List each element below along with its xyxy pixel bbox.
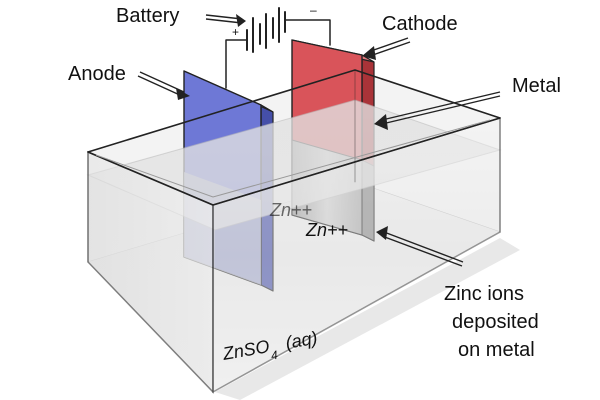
ion-label-back: Zn++ bbox=[269, 200, 312, 220]
battery-plus-sign: + bbox=[232, 25, 239, 39]
ion-label-front: Zn++ bbox=[305, 220, 348, 240]
zinc-arrow bbox=[381, 231, 464, 267]
zinc-label-line-3: on metal bbox=[458, 339, 535, 361]
zinc-label-line-2: deposited bbox=[452, 311, 539, 333]
tank-shadow bbox=[215, 238, 520, 400]
metal-arrow bbox=[381, 91, 501, 125]
zinc-label-line-1: Zinc ions bbox=[444, 283, 524, 305]
tank-rim bbox=[87, 69, 501, 206]
battery-cells bbox=[246, 7, 286, 53]
cathode-label: Cathode bbox=[382, 13, 458, 35]
zinc-ions-label: Zinc ions deposited on metal bbox=[444, 283, 539, 361]
anode-label: Anode bbox=[68, 63, 126, 85]
battery-label: Battery bbox=[116, 5, 179, 27]
tank-front bbox=[87, 69, 520, 400]
battery-circuit: + – bbox=[225, 3, 331, 89]
tank-rim-inner bbox=[95, 119, 491, 198]
battery-minus-sign: – bbox=[310, 3, 317, 17]
wire-cathode bbox=[284, 19, 331, 46]
cathode-arrow bbox=[367, 37, 411, 57]
wire-anode bbox=[225, 39, 247, 89]
battery-arrow bbox=[205, 14, 243, 24]
callouts bbox=[137, 14, 501, 267]
metal-label: Metal bbox=[512, 75, 561, 97]
formula-subscript: 4 bbox=[270, 348, 279, 363]
